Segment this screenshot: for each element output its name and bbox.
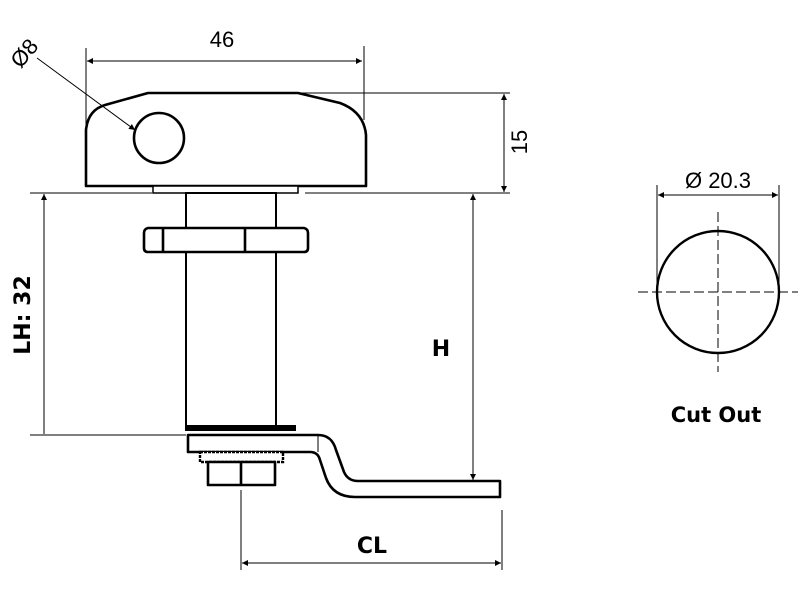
lock-height-label: LH: 32 — [11, 275, 36, 355]
lock-cap — [84, 91, 368, 188]
hole-label: Ø8 — [5, 34, 43, 73]
h-label: H — [432, 337, 450, 362]
keyhole — [132, 111, 186, 165]
width-label: 46 — [210, 27, 234, 52]
cl-dimension: CL — [240, 490, 503, 570]
cam — [186, 433, 502, 499]
cap-height-label: 15 — [507, 130, 532, 154]
hole-dimension: Ø8 — [5, 34, 136, 131]
mounting-nut — [142, 226, 310, 254]
width-dimension: 46 — [85, 27, 365, 125]
cl-label: CL — [357, 534, 387, 559]
cam-nut — [206, 460, 277, 487]
knurl-washer — [198, 450, 285, 464]
cutout-view: Ø 20.3 Cut Out — [638, 168, 798, 427]
cutout-label: Cut Out — [671, 403, 762, 427]
h-dimension: H — [432, 194, 476, 480]
cutout-diameter-label: Ø 20.3 — [685, 168, 751, 193]
body-ring — [187, 425, 296, 431]
flange-plate — [152, 185, 299, 194]
lock-height-dimension: LH: 32 — [11, 194, 186, 436]
cap-height-dimension: 15 — [30, 92, 532, 194]
